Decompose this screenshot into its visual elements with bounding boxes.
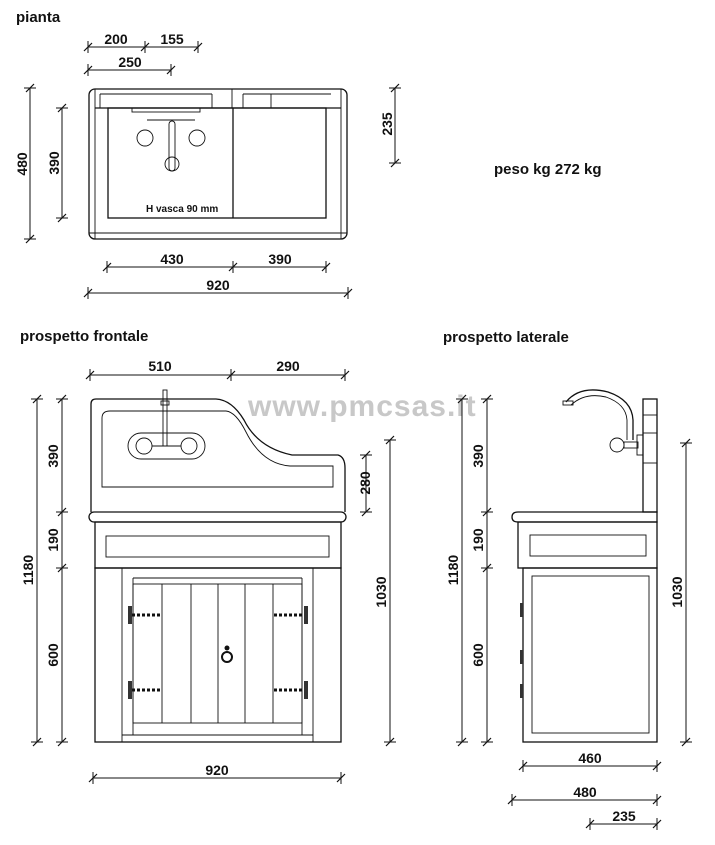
plan-title: pianta [16,9,61,26]
dim-390: 390 [46,151,62,175]
side-faucet [562,389,644,456]
front-view: prospetto frontale www.pmcsas.it 510 290… [20,328,477,785]
hinge-icon [274,681,308,699]
dim-280: 280 [357,471,373,495]
dim-1030-side: 1030 [669,576,685,607]
dim-480: 480 [14,152,30,176]
dim-235: 235 [379,112,395,136]
plan-faucet [131,107,206,172]
dim-390b: 390 [268,251,292,267]
dim-510: 510 [148,358,172,374]
dim-235-side: 235 [612,808,636,824]
basin-depth-note: H vasca 90 mm [146,204,218,215]
weight-label: peso kg 272 kg [494,161,602,178]
dim-920: 920 [206,277,230,293]
dim-460: 460 [578,750,602,766]
hinge-icon [128,681,162,699]
front-sink [88,389,347,743]
side-view: prospetto laterale 1180 390 190 600 1030… [443,329,693,831]
dim-1030-front: 1030 [373,576,389,607]
side-dimensions: 1180 390 190 600 1030 460 480 235 [445,394,693,831]
dim-430: 430 [160,251,184,267]
dim-600-side: 600 [470,643,486,667]
plan-dimensions: 200 155 250 480 390 235 430 390 920 [14,31,402,300]
dim-600-front: 600 [45,643,61,667]
side-sink [511,389,658,743]
dim-1180: 1180 [20,555,36,586]
dim-390-side: 390 [470,444,486,468]
door-handle-icon [221,645,233,663]
dim-390-front: 390 [45,444,61,468]
side-title: prospetto laterale [443,329,569,346]
dim-290: 290 [276,358,300,374]
plan-sink-outline: H vasca 90 mm [88,88,348,240]
watermark: www.pmcsas.it [247,390,477,423]
dim-250: 250 [118,54,142,70]
plan-view: pianta 200 155 250 480 390 235 430 390 9… [14,9,602,300]
front-title: prospetto frontale [20,328,148,345]
dim-480-side: 480 [573,784,597,800]
dim-1180-side: 1180 [445,555,461,586]
hinge-icon [128,606,162,624]
dim-155: 155 [160,31,184,47]
dim-190-side: 190 [470,528,486,552]
dim-190-front: 190 [45,528,61,552]
dim-920-front: 920 [205,762,229,778]
dim-200: 200 [104,31,128,47]
front-dimensions: 510 290 1180 390 190 600 280 1030 920 [20,358,397,785]
hinge-icon [274,606,308,624]
